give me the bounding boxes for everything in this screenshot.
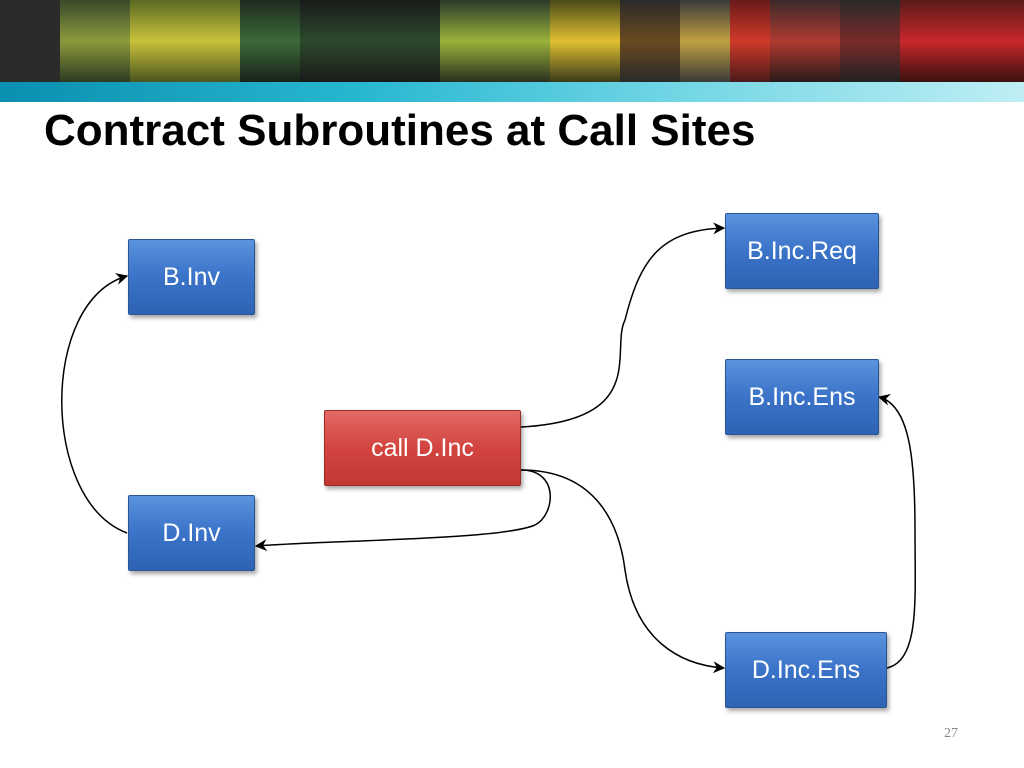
node-b-inc-req: B.Inc.Req [725,213,879,289]
node-d-inv: D.Inv [128,495,255,571]
slide-title: Contract Subroutines at Call Sites [44,106,756,155]
page-number: 27 [944,726,958,741]
arrow-dincens-to-bincens [877,393,917,669]
arrow-call-to-dincens [520,469,726,674]
arrow-call-to-bincreq [520,222,726,428]
header-banner [0,0,1024,82]
header-accent-stripe [0,82,1024,102]
node-b-inc-ens: B.Inc.Ens [725,359,879,435]
arrow-dinv-to-binv [61,273,129,534]
node-d-inc-ens-label: D.Inc.Ens [751,655,861,684]
node-call-d-inc-label: call D.Inc [371,433,474,462]
node-b-inv: B.Inv [128,239,255,315]
node-b-inc-req-label: B.Inc.Req [747,236,857,265]
node-b-inv-label: B.Inv [163,262,220,291]
arrow-call-to-dinv [254,469,551,552]
node-b-inc-ens-label: B.Inc.Ens [748,382,856,411]
node-call-d-inc: call D.Inc [324,410,521,486]
node-d-inv-label: D.Inv [162,518,221,547]
node-d-inc-ens: D.Inc.Ens [725,632,887,708]
